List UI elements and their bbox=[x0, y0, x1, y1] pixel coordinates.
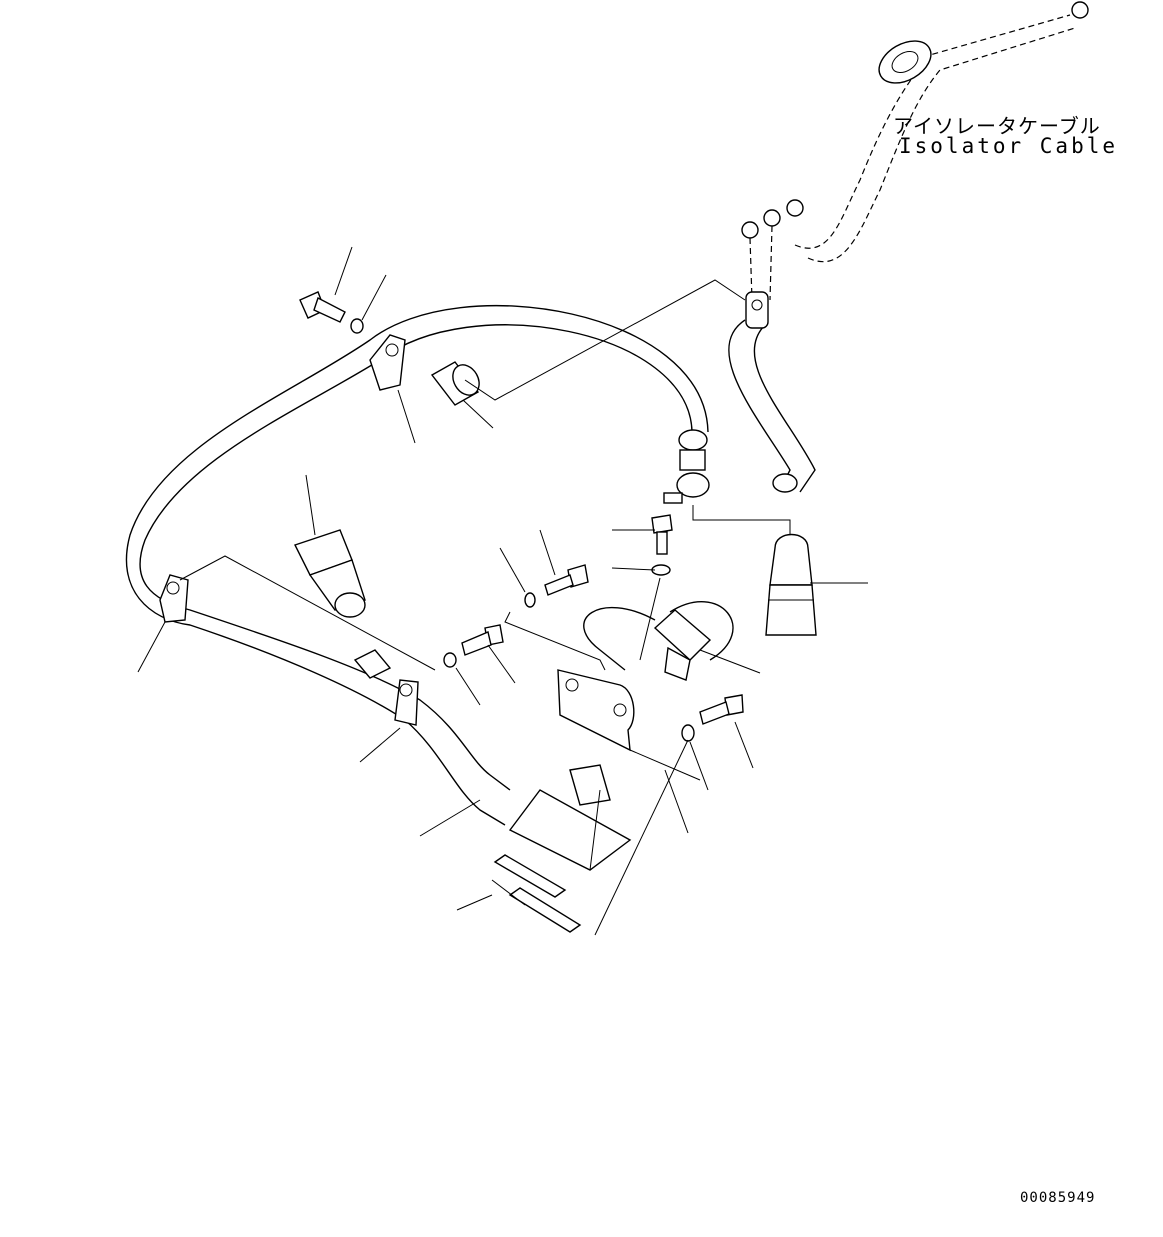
wire-with-cap bbox=[583, 601, 734, 681]
washer bbox=[443, 652, 457, 668]
cable-tie bbox=[353, 649, 392, 679]
bolt bbox=[544, 564, 589, 596]
isolator-cable bbox=[741, 1, 1089, 301]
leader-lines bbox=[137, 246, 868, 911]
reference-lines bbox=[179, 279, 746, 936]
bolt bbox=[699, 694, 744, 725]
bracket-plate bbox=[557, 669, 701, 781]
bolt bbox=[651, 514, 673, 555]
terminal-cover bbox=[765, 533, 817, 636]
drawing-number: 00085949 bbox=[1020, 1190, 1096, 1206]
isolator-cable-label-en: Isolator Cable bbox=[899, 134, 1119, 158]
terminal-cover bbox=[294, 529, 366, 618]
cable-clip bbox=[159, 574, 189, 623]
ring-terminal bbox=[1071, 1, 1089, 19]
cable-guard bbox=[508, 764, 632, 871]
washer bbox=[524, 592, 536, 608]
isolator-cable-label-jp: アイソレータケーブル bbox=[893, 114, 1101, 138]
ground-cable bbox=[728, 291, 816, 493]
ring-terminal bbox=[763, 209, 781, 227]
bolt bbox=[461, 624, 504, 656]
ring-terminal bbox=[786, 199, 804, 217]
spacer-collar bbox=[430, 361, 480, 406]
grommet bbox=[878, 40, 932, 84]
ring-terminal bbox=[741, 221, 759, 239]
washer bbox=[681, 724, 695, 742]
battery-cable-main bbox=[125, 305, 709, 826]
bolt bbox=[299, 291, 346, 323]
clamp-plate bbox=[491, 854, 582, 933]
cable-clip bbox=[369, 334, 406, 391]
washer bbox=[350, 318, 364, 334]
battery-terminal bbox=[663, 429, 791, 540]
cable-clip bbox=[394, 679, 419, 726]
